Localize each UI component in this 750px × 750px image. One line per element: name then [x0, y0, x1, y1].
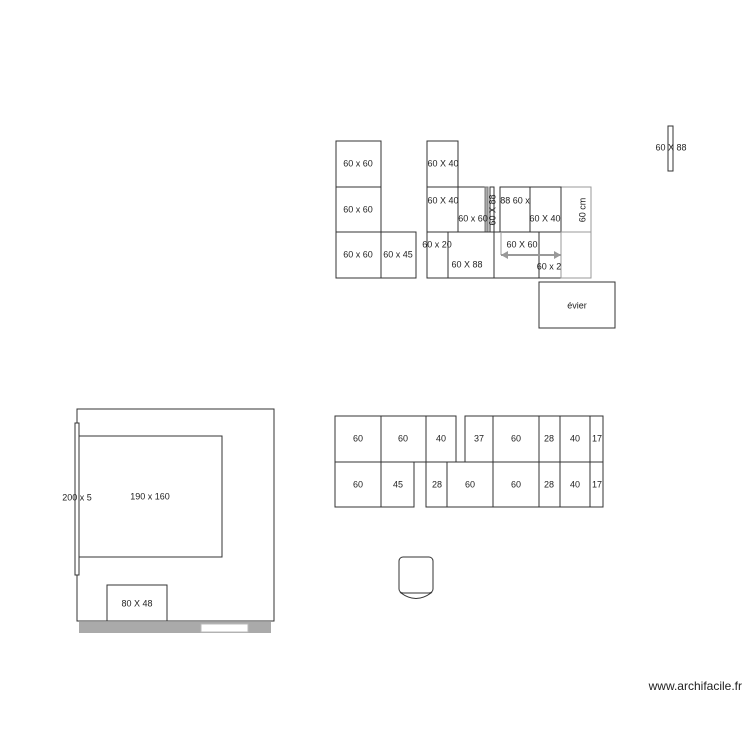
standalone-label: 60 X 88: [655, 142, 686, 152]
cabinet-label: 60 x 60: [343, 249, 373, 259]
cabinet[interactable]: [335, 140, 382, 188]
desk[interactable]: [106, 584, 168, 622]
cabinet-label: 60 cm: [577, 198, 587, 223]
cabinet-label: 60 x 20: [422, 239, 452, 249]
arrow-head-icon: [554, 251, 561, 259]
counter-label: 40: [436, 433, 446, 443]
counter-label: 60: [398, 433, 408, 443]
kitchen-left-column: 60 x 60 60 x 60 60 x 60 60 x 45: [335, 140, 417, 279]
window: [200, 623, 249, 633]
cabinet[interactable]: [529, 186, 562, 233]
counter[interactable]: [589, 461, 604, 508]
counter-label: 60: [353, 479, 363, 489]
counter-label: 60: [353, 433, 363, 443]
arrow-head-icon: [501, 251, 508, 259]
sink[interactable]: [538, 281, 616, 329]
counter[interactable]: [334, 461, 382, 508]
counter-label: 60: [511, 433, 521, 443]
standalone-panel[interactable]: [667, 125, 674, 172]
cabinet[interactable]: [560, 231, 592, 279]
cabinet-label: 60 x 60: [343, 158, 373, 168]
counter-label: 17: [592, 433, 602, 443]
cabinet-label: 60 x 60: [458, 213, 488, 223]
counter-label: 45: [393, 479, 403, 489]
cabinet-label: 60 x 2: [537, 261, 562, 271]
cabinet[interactable]: [447, 231, 495, 279]
counter[interactable]: [492, 461, 540, 508]
cabinet-label: 60 X 88: [451, 259, 482, 269]
cabinet-label: 60 X 40: [529, 213, 560, 223]
cabinet-label: 60 x 45: [383, 249, 413, 259]
counter-label: 40: [570, 479, 580, 489]
cabinet-label: 60 X 40: [427, 195, 458, 205]
bed[interactable]: [77, 435, 223, 558]
bed-label: 190 x 160: [130, 491, 170, 501]
cabinet[interactable]: [457, 186, 489, 233]
counter-label: 17: [592, 479, 602, 489]
watermark: www.archifacile.fr: [648, 679, 742, 693]
bedroom: 190 x 160 200 x 5 80 X 48: [62, 408, 275, 633]
kitchen-right-block: 60 X 40 60 X 40 60 x 60 60 X 88 88 60 x …: [422, 140, 616, 329]
counter-label: 40: [570, 433, 580, 443]
desk-label: 80 X 48: [121, 598, 152, 608]
cabinet[interactable]: [499, 186, 531, 233]
wall: [79, 622, 271, 633]
cabinet[interactable]: [335, 186, 382, 233]
counter-label: 37: [474, 433, 484, 443]
wardrobe-label: 200 x 5: [62, 492, 92, 502]
cabinet-label: 88 60 x: [500, 195, 530, 205]
cabinet-label: 60 X 60: [506, 239, 537, 249]
cabinet[interactable]: [335, 231, 382, 279]
counter-label: 28: [544, 433, 554, 443]
counter[interactable]: [464, 415, 494, 463]
counter[interactable]: [425, 415, 457, 463]
wardrobe[interactable]: [74, 422, 80, 576]
cabinet-label: 60 X 40: [427, 158, 458, 168]
cabinet-label: 60 x 60: [343, 204, 373, 214]
counter[interactable]: [492, 415, 540, 463]
cabinet[interactable]: [380, 231, 417, 279]
counter-label: 60: [465, 479, 475, 489]
counter-label: 28: [432, 479, 442, 489]
cabinet-label: 60 X 88: [487, 194, 497, 225]
cabinet[interactable]: [426, 186, 459, 233]
counter[interactable]: [380, 461, 415, 508]
sink-label: évier: [567, 300, 587, 310]
chair-icon[interactable]: [398, 556, 434, 599]
counters: 60 60 40 37 60 28 40 17 60 45 28 60 60 2…: [334, 415, 604, 508]
counter-label: 60: [511, 479, 521, 489]
counter-label: 28: [544, 479, 554, 489]
